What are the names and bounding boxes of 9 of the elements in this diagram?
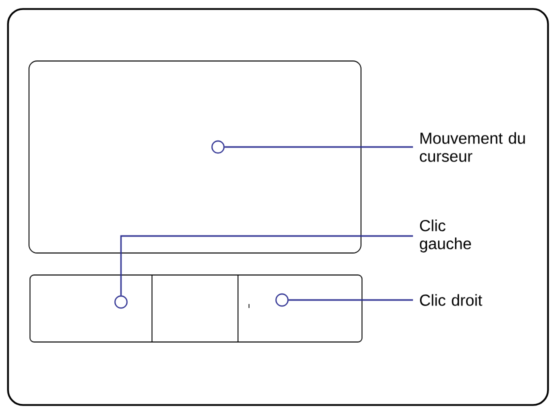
callout-label: Mouvement du curseur	[420, 132, 525, 162]
callout-label: Clic gauche	[420, 220, 471, 252]
touch-point-marker	[211, 140, 225, 154]
touch-point-marker	[114, 295, 128, 309]
leader-line	[288, 299, 413, 301]
leader-line	[120, 235, 413, 296]
leader-line	[224, 146, 413, 148]
callout-label: Clic droit	[420, 294, 482, 306]
touch-point-marker	[275, 293, 289, 307]
